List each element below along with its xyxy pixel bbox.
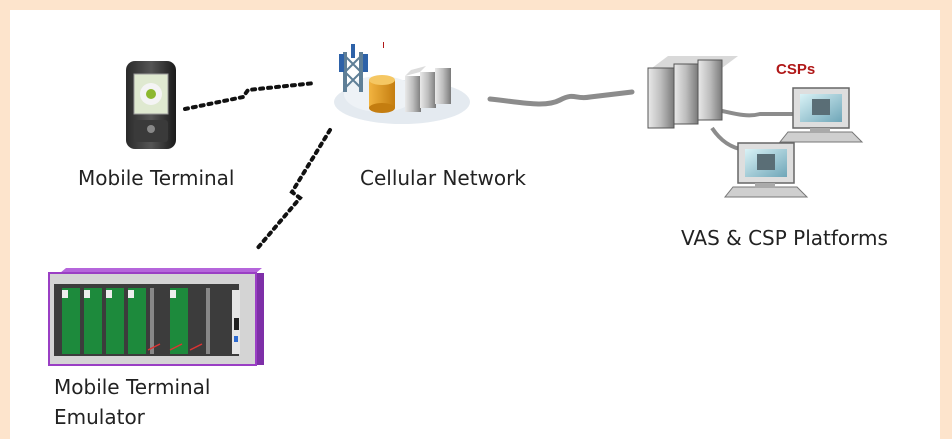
cell-tower-cloud-icon (334, 42, 470, 124)
link-emulator-network (254, 128, 332, 252)
link-network-vas (487, 89, 795, 152)
emulator-label-line2: Emulator (54, 405, 145, 429)
smartphone-icon (126, 61, 176, 149)
cellular-network-label: Cellular Network (360, 166, 526, 190)
emulator-label-line1: Mobile Terminal (54, 375, 211, 399)
vas-csp-platforms-label: VAS & CSP Platforms (681, 226, 888, 250)
link-phone-network (183, 81, 317, 111)
desktop-computer-icon (723, 142, 809, 198)
desktop-computer-icon (778, 87, 864, 143)
card-rack-icon (48, 268, 264, 366)
server-icon (647, 56, 738, 129)
mobile-terminal-label: Mobile Terminal (78, 166, 235, 190)
csps-label: CSPs (776, 61, 816, 78)
